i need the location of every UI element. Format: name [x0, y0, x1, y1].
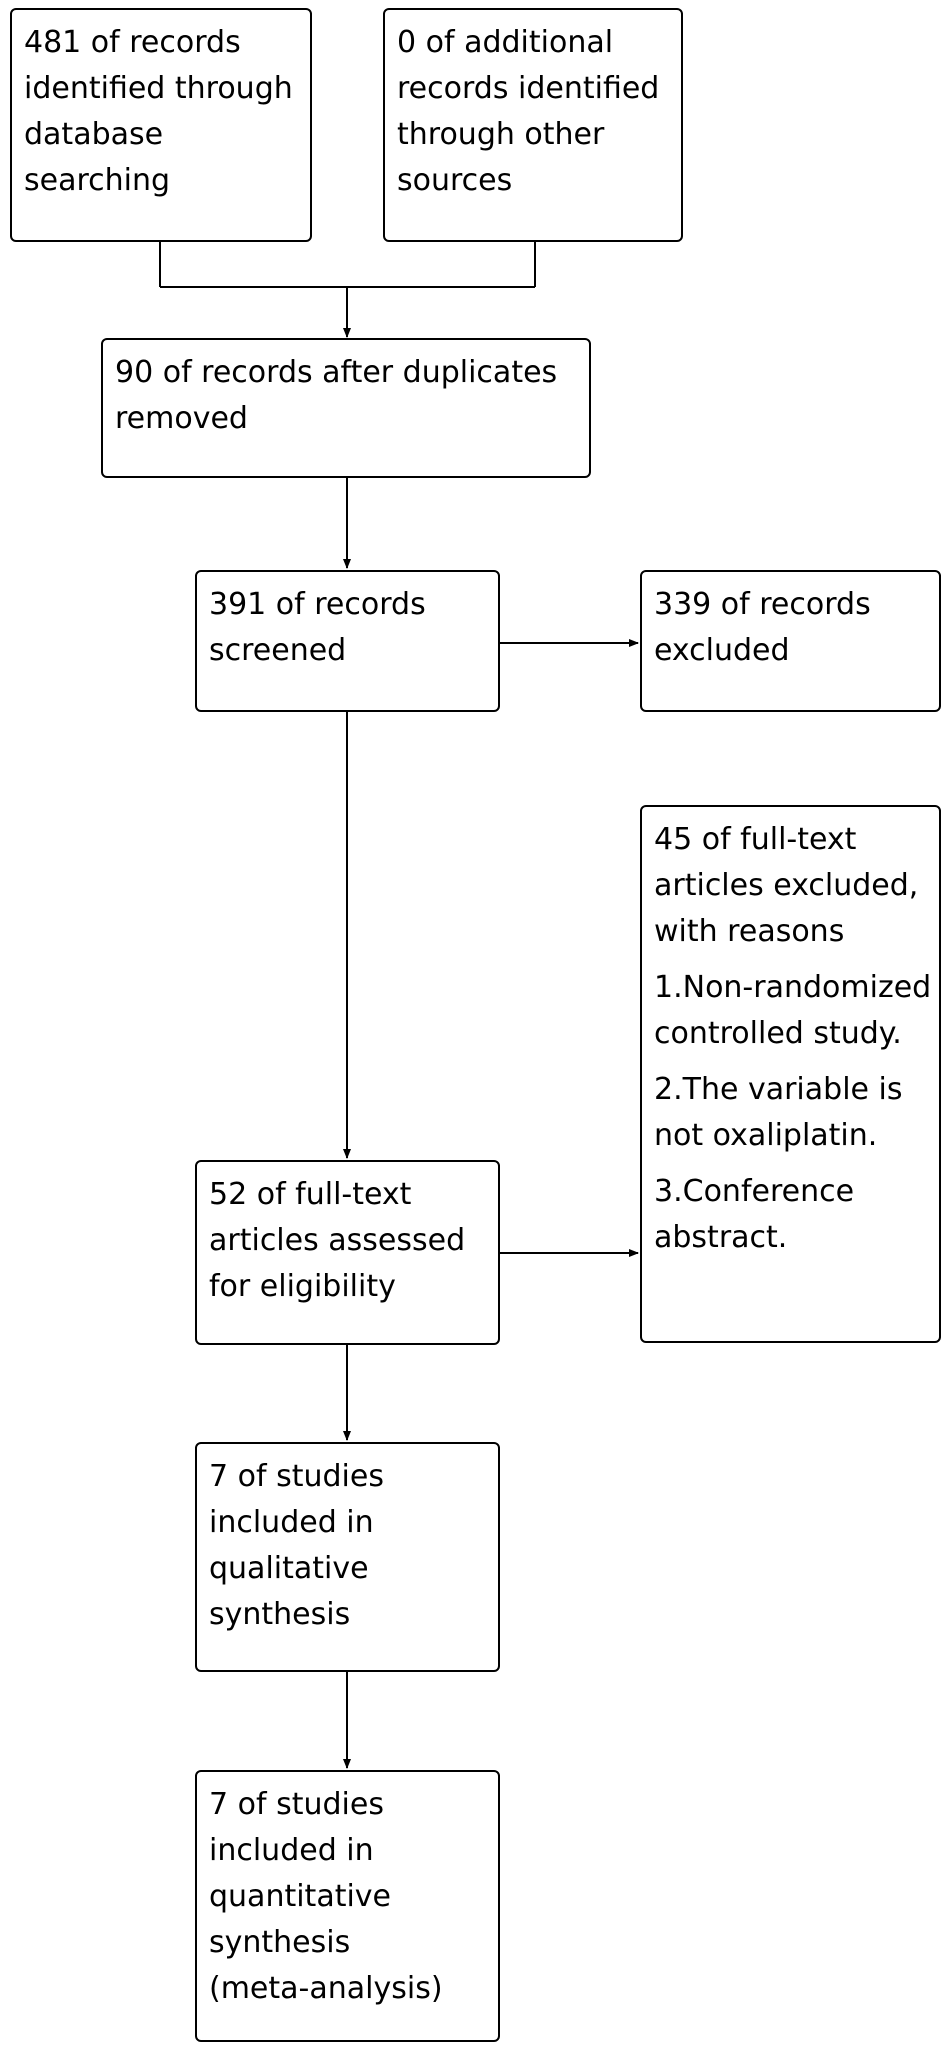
box-quantitative-synthesis: 7 of studies included in quantitative sy… — [195, 1770, 500, 2042]
box-records-screened: 391 of records screened — [195, 570, 500, 712]
box-fulltext-excluded: 45 of full-text articles excluded, with … — [640, 805, 941, 1343]
box-records-excluded: 339 of records excluded — [640, 570, 941, 712]
box-records-identified-database: 481 of records identified through databa… — [10, 8, 312, 242]
fulltext-excluded-header: 45 of full-text articles excluded, with … — [654, 822, 919, 949]
exclusion-reason-3: 3.Conference abstract. — [654, 1174, 855, 1255]
box-records-after-duplicates: 90 of records after duplicates removed — [101, 338, 591, 478]
exclusion-reason-1: 1.Non-randomized controlled study. — [654, 970, 932, 1051]
box-qualitative-synthesis: 7 of studies included in qualitative syn… — [195, 1442, 500, 1672]
box-records-identified-other: 0 of additional records identified throu… — [383, 8, 683, 242]
exclusion-reason-2: 2.The variable is not oxaliplatin. — [654, 1072, 903, 1153]
box-fulltext-assessed: 52 of full-text articles assessed for el… — [195, 1160, 500, 1345]
